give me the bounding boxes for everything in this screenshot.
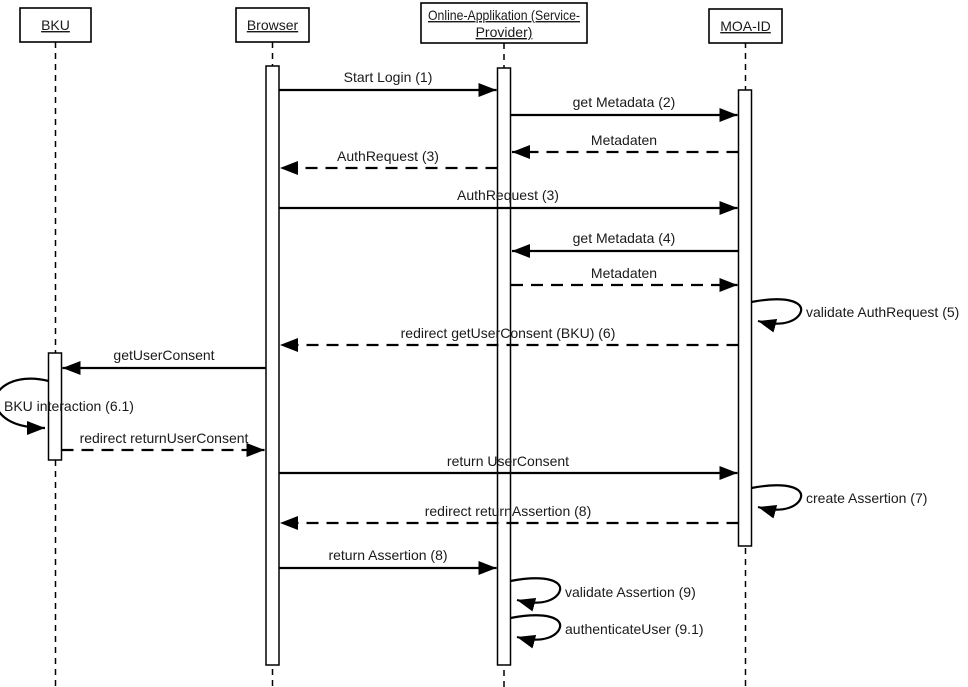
activation-bar-bku	[47, 352, 63, 461]
self-message-arrow-validate-authrequest	[751, 298, 803, 333]
self-message-label-validate-assertion: validate Assertion (9)	[565, 584, 696, 600]
self-message-arrow-validate-assertion	[510, 577, 562, 612]
message-label-metadaten-2: Metadaten	[591, 265, 657, 281]
activation-bar-browser	[265, 65, 280, 666]
actor-box-moa-id	[708, 8, 783, 44]
actor-label-browser: Browser	[247, 17, 299, 33]
message-label-return-userconsent: return UserConsent	[447, 453, 569, 469]
activation-bar-moa-id	[737, 89, 753, 547]
actor-label-online-applikation-line2: Provider)	[476, 24, 533, 40]
message-label-getuserconsent: getUserConsent	[113, 347, 214, 363]
message-label-get-metadata-4: get Metadata (4)	[573, 230, 676, 246]
self-message-label-validate-authrequest: validate AuthRequest (5)	[806, 304, 959, 320]
message-label-redirect-returnassertion: redirect returnAssertion (8)	[425, 503, 592, 519]
message-label-start-login: Start Login (1)	[344, 69, 433, 85]
actor-label-online-applikation-line1: Online-Applikation (Service-	[428, 7, 580, 23]
activation-bar-online-applikation	[496, 67, 512, 666]
message-label-authrequest: AuthRequest (3)	[457, 187, 559, 203]
actor-label-moa-id: MOA-ID	[720, 18, 771, 34]
actor-box-browser	[235, 7, 310, 43]
message-label-return-assertion: return Assertion (8)	[328, 547, 447, 563]
self-message-label-authenticateuser: authenticateUser (9.1)	[565, 621, 704, 637]
message-label-redirect-getuserconsent: redirect getUserConsent (BKU) (6)	[401, 325, 616, 341]
self-message-label-bku-interaction: BKU interaction (6.1)	[4, 398, 134, 414]
actor-label-bku: BKU	[41, 17, 70, 33]
self-message-arrow-create-assertion	[751, 484, 803, 519]
actor-box-online-applikation	[420, 2, 588, 44]
self-message-label-create-assertion: create Assertion (7)	[806, 490, 927, 506]
message-label-metadaten-1: Metadaten	[591, 132, 657, 148]
message-label-get-metadata-2: get Metadata (2)	[573, 94, 676, 110]
actor-box-bku	[19, 7, 92, 43]
self-message-arrow-authenticateuser	[510, 614, 562, 649]
message-label-authrequest-redirect: AuthRequest (3)	[337, 148, 439, 164]
self-message-arrow-bku-interaction	[0, 377, 49, 435]
message-label-redirect-returnuserconsent: redirect returnUserConsent	[80, 430, 249, 446]
